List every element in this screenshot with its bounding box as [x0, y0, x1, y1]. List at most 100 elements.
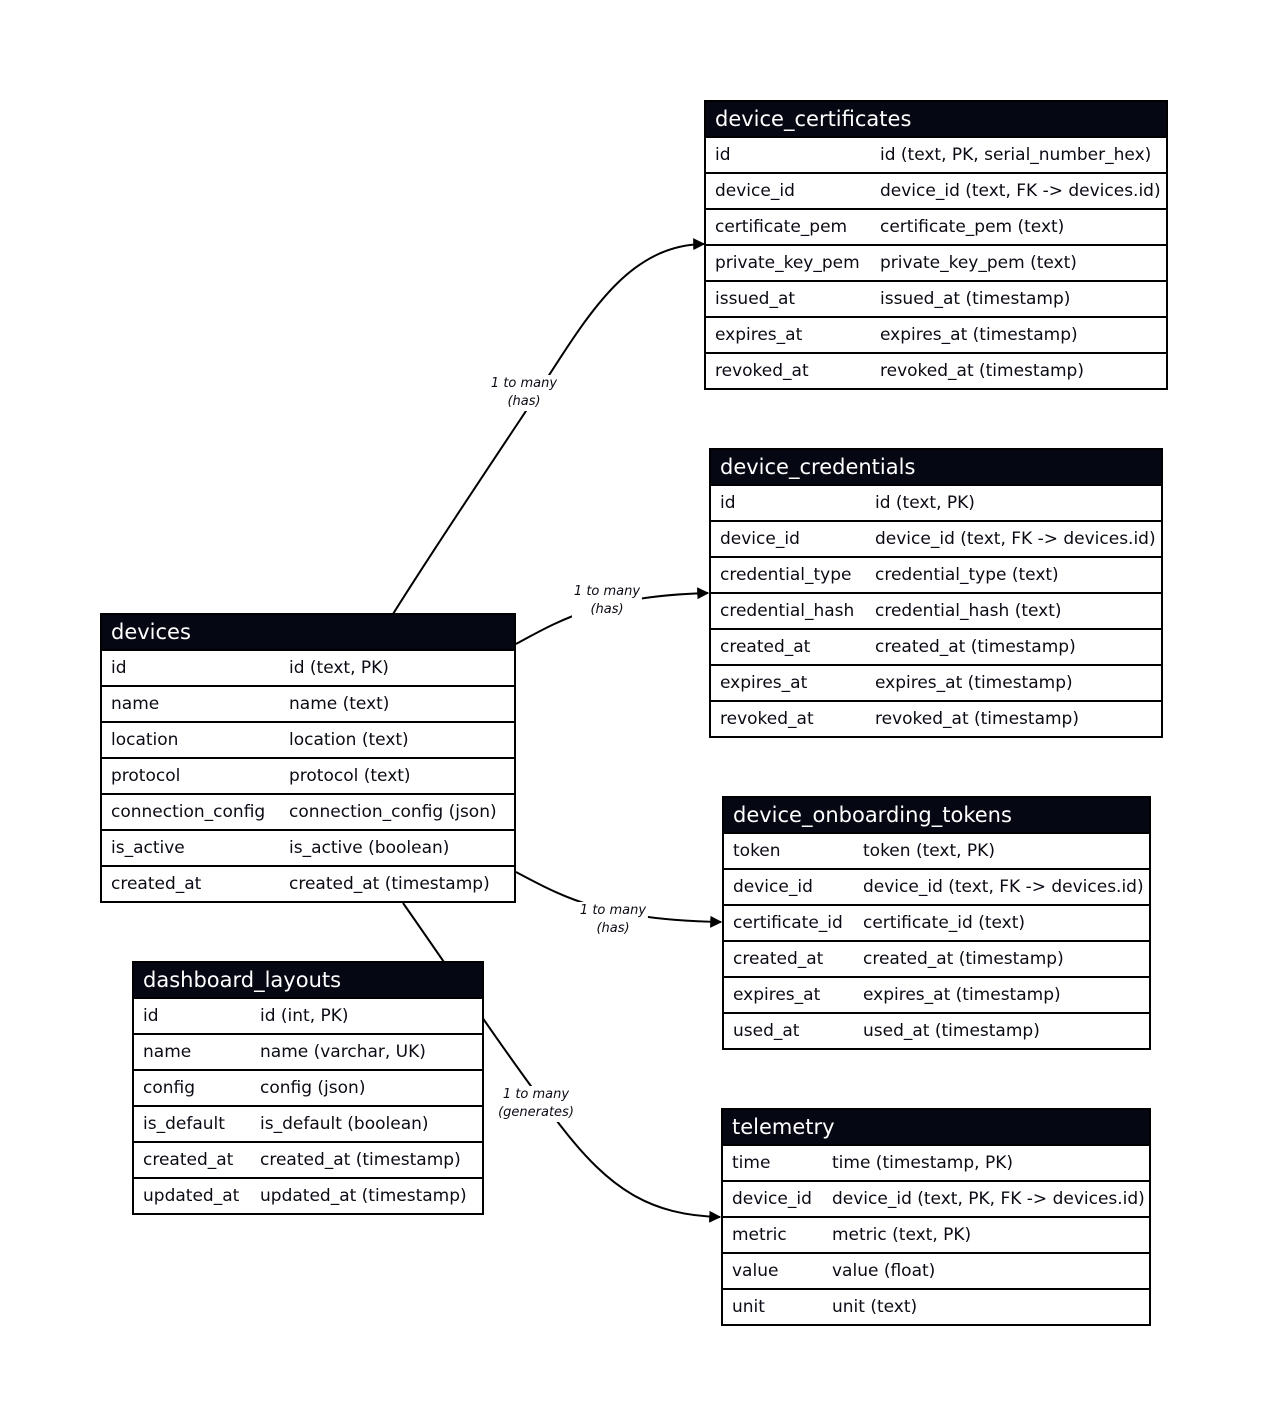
edge-label-device-certificates: 1 to many (has)	[488, 375, 560, 411]
column-name: is_active	[111, 838, 185, 858]
edge-label-telemetry: 1 to many (generates)	[496, 1086, 576, 1122]
column-type: revoked_at (timestamp)	[880, 361, 1084, 381]
column-name: expires_at	[720, 673, 808, 693]
column-type: device_id (text, FK -> devices.id)	[863, 877, 1144, 897]
column-type: created_at (timestamp)	[875, 637, 1076, 657]
column-name: created_at	[720, 637, 811, 657]
column-type: private_key_pem (text)	[880, 253, 1077, 273]
column-type: time (timestamp, PK)	[832, 1153, 1013, 1173]
column-name: token	[733, 841, 781, 861]
relationship-verb: (has)	[596, 921, 630, 936]
column-name: unit	[732, 1297, 765, 1317]
column-name: protocol	[111, 766, 181, 786]
table-row: id id (text, PK)	[102, 649, 514, 685]
column-name: id	[143, 1006, 159, 1026]
relationship-verb: (generates)	[498, 1105, 574, 1120]
column-name: private_key_pem	[715, 253, 860, 273]
column-name: issued_at	[715, 289, 796, 309]
table-row: credential_hash credential_hash (text)	[711, 592, 1161, 628]
column-type: used_at (timestamp)	[863, 1021, 1040, 1041]
column-name: credential_hash	[720, 601, 855, 621]
column-name: expires_at	[733, 985, 821, 1005]
entity-title: device_onboarding_tokens	[724, 798, 1149, 832]
table-row: time time (timestamp, PK)	[723, 1144, 1149, 1180]
column-type: is_default (boolean)	[260, 1114, 429, 1134]
cardinality-text: 1 to many	[579, 903, 647, 918]
column-name: device_id	[732, 1189, 812, 1209]
column-name: connection_config	[111, 802, 266, 822]
entity-title: dashboard_layouts	[134, 963, 482, 997]
relationship-verb: (has)	[590, 602, 624, 617]
table-row: expires_at expires_at (timestamp)	[724, 976, 1149, 1012]
column-type: credential_hash (text)	[875, 601, 1062, 621]
cardinality-text: 1 to many	[490, 376, 558, 391]
edge-label-device-onboarding-tokens: 1 to many (has)	[577, 902, 649, 938]
column-type: metric (text, PK)	[832, 1225, 972, 1245]
table-row: private_key_pem private_key_pem (text)	[706, 244, 1166, 280]
column-type: created_at (timestamp)	[863, 949, 1064, 969]
column-name: id	[111, 658, 127, 678]
table-row: certificate_id certificate_id (text)	[724, 904, 1149, 940]
column-type: id (text, PK)	[875, 493, 975, 513]
edge-label-device-credentials: 1 to many (has)	[571, 583, 643, 619]
column-name: time	[732, 1153, 771, 1173]
column-name: name	[143, 1042, 192, 1062]
column-type: unit (text)	[832, 1297, 918, 1317]
column-name: created_at	[143, 1150, 234, 1170]
column-name: expires_at	[715, 325, 803, 345]
column-name: created_at	[111, 874, 202, 894]
column-type: name (text)	[289, 694, 390, 714]
entity-title: device_certificates	[706, 102, 1166, 136]
column-type: updated_at (timestamp)	[260, 1186, 467, 1206]
table-row: unit unit (text)	[723, 1288, 1149, 1324]
column-name: used_at	[733, 1021, 800, 1041]
table-row: created_at created_at (timestamp)	[711, 628, 1161, 664]
column-type: protocol (text)	[289, 766, 411, 786]
table-row: created_at created_at (timestamp)	[102, 865, 514, 901]
column-type: expires_at (timestamp)	[875, 673, 1073, 693]
column-type: is_active (boolean)	[289, 838, 450, 858]
table-row: expires_at expires_at (timestamp)	[711, 664, 1161, 700]
column-type: id (text, PK, serial_number_hex)	[880, 145, 1152, 165]
column-name: certificate_id	[733, 913, 843, 933]
relationship-verb: (has)	[507, 394, 541, 409]
column-name: revoked_at	[720, 709, 814, 729]
column-type: id (text, PK)	[289, 658, 389, 678]
column-name: id	[720, 493, 736, 513]
table-row: id id (text, PK)	[711, 484, 1161, 520]
column-name: certificate_pem	[715, 217, 848, 237]
cardinality-text: 1 to many	[502, 1087, 570, 1102]
cardinality-text: 1 to many	[573, 584, 641, 599]
entity-title: devices	[102, 615, 514, 649]
column-type: expires_at (timestamp)	[863, 985, 1061, 1005]
column-type: device_id (text, FK -> devices.id)	[880, 181, 1161, 201]
column-type: created_at (timestamp)	[289, 874, 490, 894]
edge-devices-to-device-certificates	[392, 238, 706, 615]
column-name: config	[143, 1078, 196, 1098]
column-name: created_at	[733, 949, 824, 969]
column-type: certificate_id (text)	[863, 913, 1026, 933]
entity-title: telemetry	[723, 1110, 1149, 1144]
